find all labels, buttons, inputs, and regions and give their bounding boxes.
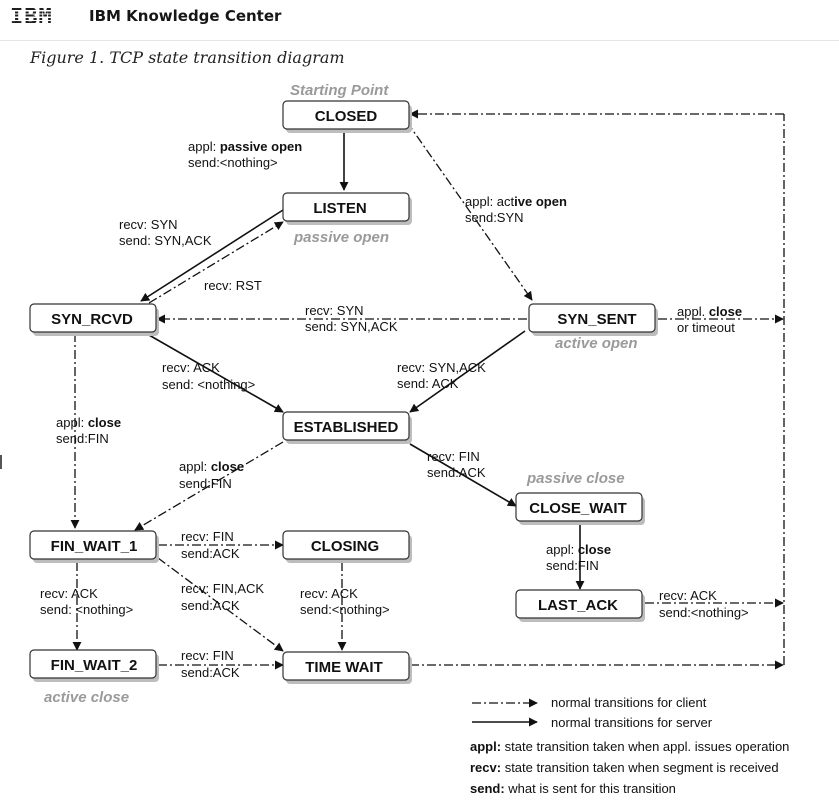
state-time-wait: TIME WAIT (282, 651, 412, 684)
label-synsent-synrcvd-send: send: SYN,ACK (305, 319, 398, 334)
header-bar: IBM IBM Knowledge Center (0, 0, 839, 41)
state-syn-rcvd: SYN_RCVD (29, 303, 159, 336)
edge-marker (0, 455, 2, 469)
label-est-fw1-appl: appl: close (179, 459, 244, 474)
state-closed: CLOSED (282, 100, 412, 133)
ibm-logo[interactable]: IBM (10, 5, 53, 30)
label-est-cw-recv: recv: FIN (427, 449, 480, 464)
edge-established-finwait1 (134, 441, 284, 531)
state-closing: CLOSING (282, 530, 412, 563)
label-cw-la-send: send:FIN (546, 558, 599, 573)
label-fw1-closing-recv: recv: FIN (181, 529, 234, 544)
figure-caption: Figure 1. TCP state transition diagram (30, 48, 345, 67)
state-fin-wait-2: FIN_WAIT_2 (29, 649, 159, 682)
state-listen: LISTEN (282, 192, 412, 225)
state-label-closing: CLOSING (311, 538, 379, 555)
label-synrcvd-fw1-send: send:FIN (56, 431, 109, 446)
state-fin-wait-1: FIN_WAIT_1 (29, 530, 159, 563)
edge-listen-synrcvd (140, 209, 284, 302)
label-closed-listen-appl: appl: passive open (188, 139, 302, 154)
state-label-syn-rcvd: SYN_RCVD (51, 311, 133, 328)
state-label-listen: LISTEN (313, 200, 366, 217)
label-closed-synsent-appl: appl: active open (465, 194, 567, 209)
edge-synrcvd-established (141, 330, 284, 413)
label-synrcvd-est-recv: recv: ACK (162, 360, 220, 375)
annotation-passive-close: passive close (526, 470, 625, 487)
label-fw2-tw-send: send:ACK (181, 665, 240, 680)
state-last-ack: LAST_ACK (515, 589, 645, 622)
edge-established-closewait (409, 443, 517, 507)
label-fw2-tw-recv: recv: FIN (181, 648, 234, 663)
label-est-fw1-send: send:FIN (179, 476, 232, 491)
label-closing-tw-send: send:<nothing> (300, 602, 390, 617)
label-fw1-tw-recv: recv: FIN,ACK (181, 581, 264, 596)
legend-recv: recv: state transition taken when segmen… (470, 760, 779, 775)
state-syn-sent: SYN_SENT (528, 303, 658, 336)
legend-appl: appl: state transition taken when appl. … (470, 739, 789, 754)
state-close-wait: CLOSE_WAIT (515, 492, 645, 525)
label-listen-synrcvd-recv: recv: SYN (119, 217, 178, 232)
state-label-fin-wait-2: FIN_WAIT_2 (51, 657, 138, 674)
label-fw1-tw-send: send:ACK (181, 598, 240, 613)
label-closed-synsent-send: send:SYN (465, 210, 524, 225)
edge-closed-synsent (406, 121, 533, 301)
label-fw1-fw2-send: send: <nothing> (40, 602, 133, 617)
label-synrcvd-listen-recv: recv: RST (204, 278, 262, 293)
label-la-closed-recv: recv: ACK (659, 588, 717, 603)
legend: normal transitions for client normal tra… (470, 695, 789, 796)
label-synsent-est-send: send: ACK (397, 376, 459, 391)
state-established: ESTABLISHED (282, 411, 412, 444)
state-label-closed: CLOSED (315, 108, 378, 125)
annotation-starting-point: Starting Point (290, 82, 389, 99)
legend-server-text: normal transitions for server (551, 715, 713, 730)
label-synsent-est-recv: recv: SYN,ACK (397, 360, 486, 375)
label-synsent-closed-or: or timeout (677, 320, 735, 335)
label-closing-tw-recv: recv: ACK (300, 586, 358, 601)
label-listen-synrcvd-send: send: SYN,ACK (119, 233, 212, 248)
label-est-cw-send: send:ACK (427, 465, 486, 480)
state-label-established: ESTABLISHED (294, 419, 399, 436)
annotation-active-close: active close (44, 689, 129, 706)
label-synrcvd-est-send: send: <nothing> (162, 377, 255, 392)
state-label-close-wait: CLOSE_WAIT (529, 500, 627, 517)
label-synsent-synrcvd-recv: recv: SYN (305, 303, 364, 318)
app-title[interactable]: IBM Knowledge Center (89, 7, 282, 25)
label-synsent-closed-appl: appl. close (677, 304, 742, 319)
edge-synsent-established (409, 330, 526, 413)
annotation-passive-open: passive open (293, 229, 389, 246)
label-synrcvd-fw1-appl: appl: close (56, 415, 121, 430)
state-label-time-wait: TIME WAIT (305, 659, 383, 676)
annotation-active-open: active open (555, 335, 638, 352)
label-fw1-fw2-recv: recv: ACK (40, 586, 98, 601)
legend-client-text: normal transitions for client (551, 695, 707, 710)
state-label-fin-wait-1: FIN_WAIT_1 (51, 538, 138, 555)
state-label-syn-sent: SYN_SENT (557, 311, 636, 328)
label-la-closed-send: send:<nothing> (659, 605, 749, 620)
legend-send: send: what is sent for this transition (470, 781, 676, 796)
label-cw-la-appl: appl: close (546, 542, 611, 557)
edge-finwait1-timewait (157, 557, 284, 652)
state-label-last-ack: LAST_ACK (538, 597, 618, 614)
label-closed-listen-send: send:<nothing> (188, 155, 278, 170)
label-fw1-closing-send: send:ACK (181, 546, 240, 561)
